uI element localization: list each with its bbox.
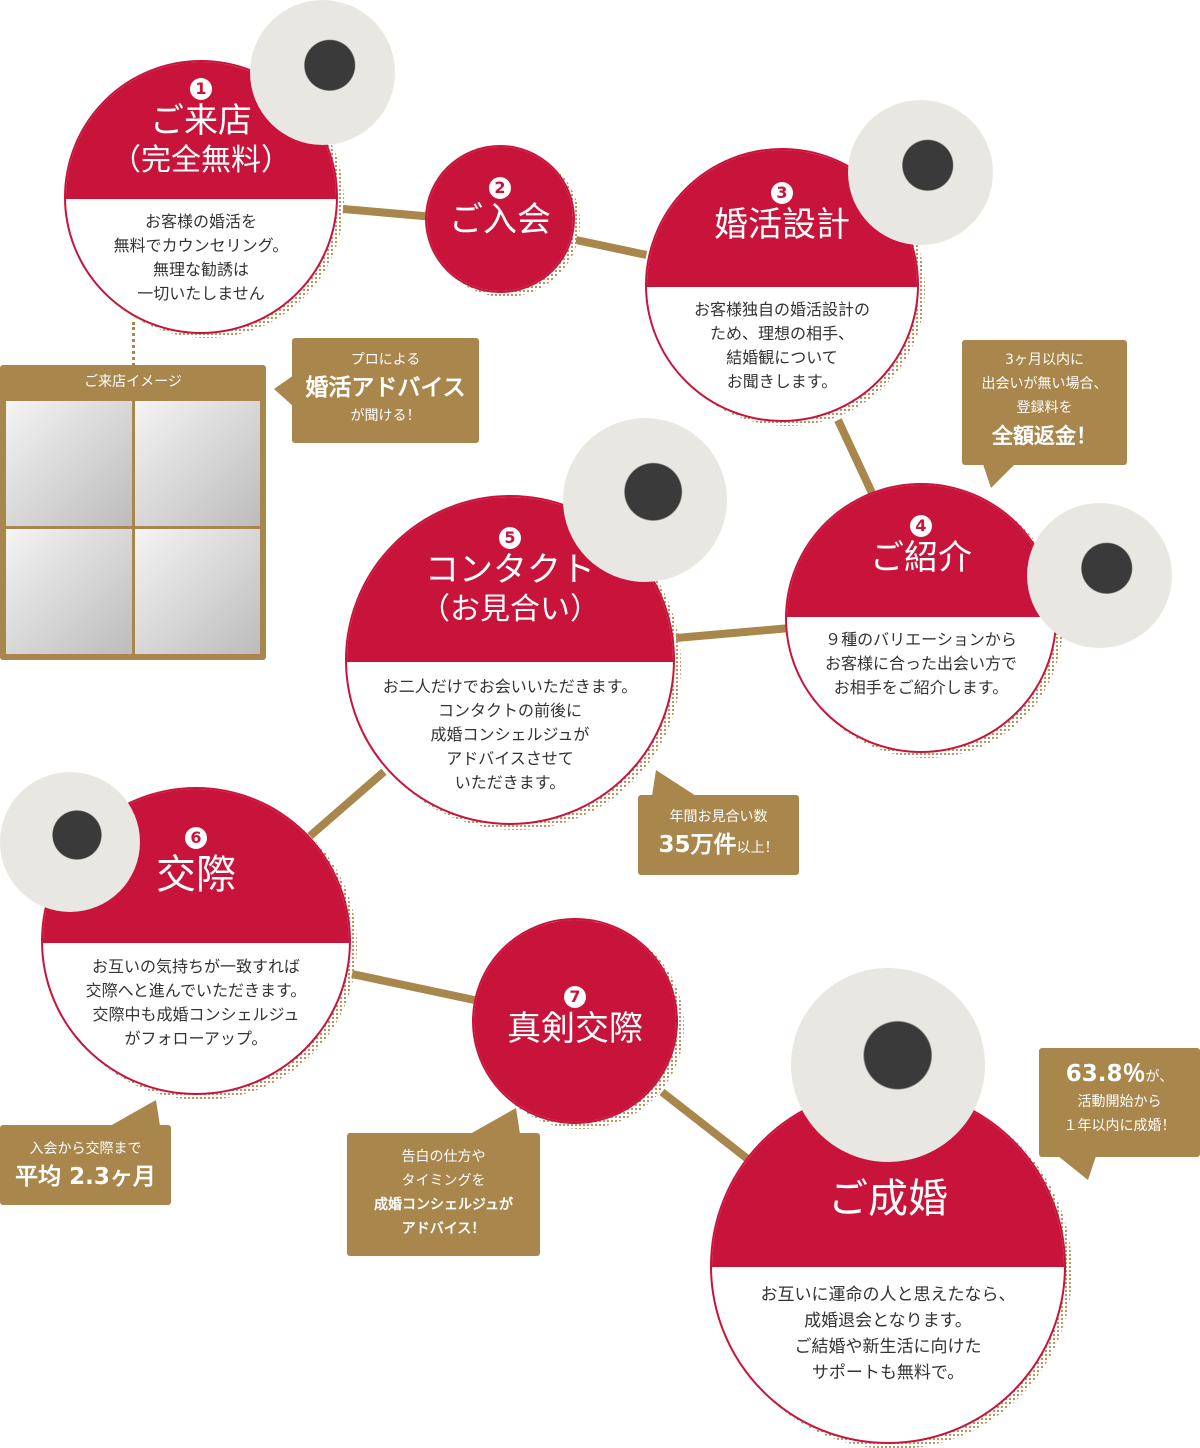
consultant-photo xyxy=(848,100,993,245)
step-number: 3 xyxy=(771,182,793,204)
consultant-photo xyxy=(250,0,395,145)
step-description: お二人だけでお会いいただきます。 コンタクトの前後に 成婚コンシェルジュが アド… xyxy=(382,677,638,792)
step-title: コンタクト xyxy=(425,550,595,590)
step-title: 婚活設計 xyxy=(714,205,850,245)
step-subtitle: （完全無料） xyxy=(111,143,291,178)
callout-tail xyxy=(652,770,696,796)
meeting-photo xyxy=(563,418,727,582)
step-title: ご入会 xyxy=(449,200,551,240)
callout-highlight: 平均 2.3ヶ月 xyxy=(15,1164,156,1190)
callout-text: タイミングを xyxy=(401,1173,486,1189)
callout-highlight: 35万件 xyxy=(658,832,737,858)
step-description: ９種のバリエーションから お客様に合った出会い方で お相手をご紹介します。 xyxy=(824,630,1017,697)
step-2-circle: 2 ご入会 xyxy=(425,145,575,293)
connector-4-5 xyxy=(675,624,788,642)
step-number: 2 xyxy=(489,177,511,199)
step-number: 7 xyxy=(564,986,586,1008)
callout-text: が、 xyxy=(1145,1069,1174,1085)
connector-3-4 xyxy=(834,418,876,495)
gallery-caption: ご来店イメージ xyxy=(84,374,182,390)
callout-tail xyxy=(1058,1156,1096,1180)
callout-rate: 63.8％が、 活動開始から １年以内に成婚！ xyxy=(1039,1048,1200,1157)
callout-text: が聞ける！ xyxy=(350,408,421,424)
dotted-connector xyxy=(132,322,135,366)
gallery-photo xyxy=(6,401,132,526)
callout-text: プロによる xyxy=(350,352,421,368)
step-description: お互いに運命の人と思えたなら、 成婚退会となります。 ご結婚や新生活に向けた サ… xyxy=(760,1285,1016,1383)
step-number: 5 xyxy=(499,527,521,549)
connector-2-3 xyxy=(575,236,648,259)
step-subtitle: （お見合い） xyxy=(420,592,600,627)
callout-highlight: 63.8％ xyxy=(1065,1061,1146,1087)
step-description: お客様の婚活を 無料でカウンセリング。 無理な勧誘は 一切いたしません xyxy=(113,212,289,303)
callout-highlight: 成婚コンシェルジュが xyxy=(373,1197,514,1213)
step-description: お客様独自の婚活設計の ため、理想の相手、 結婚観について お聞きします。 xyxy=(693,300,870,391)
callout-highlight: 全額返金！ xyxy=(992,424,1097,448)
callout-text: 3ヶ月以内に xyxy=(1005,352,1084,368)
callout-text: 告白の仕方や xyxy=(401,1149,486,1165)
callout-confession: 告白の仕方や タイミングを 成婚コンシェルジュが アドバイス！ xyxy=(347,1133,540,1256)
callout-text: 活動開始から xyxy=(1077,1094,1162,1110)
step-title: 交際 xyxy=(156,852,236,898)
connector-1-2 xyxy=(342,205,427,221)
callout-text: 登録料を xyxy=(1016,400,1073,416)
callout-meetings: 年間お見合い数 35万件以上！ xyxy=(638,795,799,875)
callout-highlight: 婚活アドバイス xyxy=(305,375,466,401)
callout-highlight: アドバイス！ xyxy=(401,1221,486,1237)
step-number: 6 xyxy=(185,827,207,849)
callout-refund: 3ヶ月以内に 出会いが無い場合、 登録料を 全額返金！ xyxy=(962,340,1127,465)
connector-6-7 xyxy=(351,970,476,1004)
step-description: お互いの気持ちが一致すれば 交際へと進んでいただきます。 交際中も成婚コンシェル… xyxy=(85,957,307,1048)
wedding-photo xyxy=(791,968,985,1162)
callout-tail xyxy=(274,375,294,407)
step-title: ご成婚 xyxy=(828,1176,948,1222)
callout-text: 以上！ xyxy=(736,840,779,856)
gallery-photo xyxy=(134,529,260,654)
callout-average: 入会から交際まで 平均 2.3ヶ月 xyxy=(0,1125,171,1205)
callout-text: 入会から交際まで xyxy=(29,1141,142,1157)
step-7-circle: 7 真剣交際 xyxy=(472,918,678,1124)
drinks-photo xyxy=(0,772,140,912)
callout-text: 出会いが無い場合、 xyxy=(981,376,1108,392)
step-title: ご来店 xyxy=(150,101,252,141)
callout-text: 年間お見合い数 xyxy=(669,809,768,825)
callout-tail xyxy=(983,464,1015,488)
step-title: ご紹介 xyxy=(870,538,972,578)
callout-text: １年以内に成婚！ xyxy=(1063,1118,1176,1134)
callout-tail xyxy=(110,1100,160,1126)
step-4-circle: 4 ご紹介 ９種のバリエーションから お客様に合った出会い方で お相手をご紹介し… xyxy=(785,483,1057,753)
step-number: 1 xyxy=(190,78,212,100)
store-image-gallery: ご来店イメージ xyxy=(0,365,266,660)
gallery-photo xyxy=(6,529,132,654)
callout-advice: プロによる 婚活アドバイス が聞ける！ xyxy=(292,338,479,443)
step-number: 4 xyxy=(910,515,932,537)
woman-phone-photo xyxy=(1027,503,1172,648)
step-title: 真剣交際 xyxy=(507,1009,643,1049)
gallery-photo xyxy=(134,401,260,526)
callout-tail xyxy=(470,1108,520,1134)
